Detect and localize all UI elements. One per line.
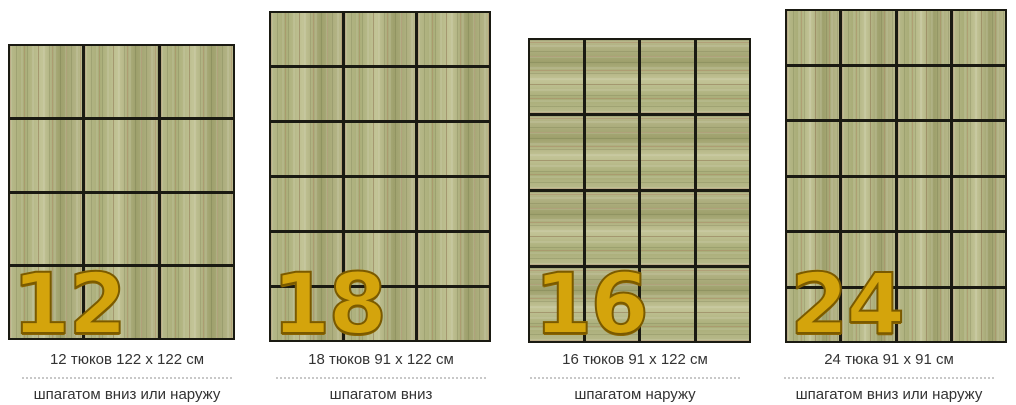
stack-panel-24: 24 24 тюка 91 x 91 см шпагатом вниз или … — [762, 0, 1016, 405]
bale — [697, 268, 750, 341]
bale — [898, 122, 950, 175]
bale — [953, 11, 1005, 64]
dotted-divider — [276, 377, 486, 379]
stack-panel-18: 18 18 тюков 91 x 122 см шпагатом вниз — [254, 0, 508, 405]
bale — [953, 67, 1005, 120]
bale — [842, 67, 894, 120]
stack-panel-16: 16 16 тюков 91 x 122 см шпагатом наружу — [508, 0, 762, 405]
bale — [418, 13, 489, 65]
dotted-divider — [530, 377, 740, 379]
bale — [641, 40, 694, 113]
bale — [953, 178, 1005, 231]
bale — [271, 178, 342, 230]
bale — [787, 122, 839, 175]
bale-size-caption: 18 тюков 91 x 122 см — [254, 351, 508, 368]
bale — [787, 67, 839, 120]
bale — [842, 11, 894, 64]
bale — [842, 122, 894, 175]
stack-panel-12: 12 12 тюков 122 x 122 см шпагатом вниз и… — [0, 0, 254, 405]
bale-size-caption: 12 тюков 122 x 122 см — [0, 351, 254, 368]
bale — [641, 268, 694, 341]
bale — [10, 194, 82, 265]
twine-orientation-caption: шпагатом вниз или наружу — [762, 386, 1016, 403]
bale — [10, 46, 82, 117]
bale-size-caption: 16 тюков 91 x 122 см — [508, 351, 762, 368]
bale — [85, 46, 157, 117]
bale — [697, 116, 750, 189]
bale — [898, 233, 950, 286]
bale — [345, 123, 416, 175]
twine-orientation-caption: шпагатом вниз или наружу — [0, 386, 254, 403]
bale — [586, 40, 639, 113]
bale — [271, 123, 342, 175]
bale — [271, 68, 342, 120]
bale — [787, 178, 839, 231]
bale — [953, 289, 1005, 342]
bale — [898, 178, 950, 231]
bale — [787, 11, 839, 64]
bale-count-number: 12 — [12, 262, 125, 346]
bale — [418, 233, 489, 285]
bale — [345, 13, 416, 65]
bale-count-number: 16 — [534, 262, 647, 346]
bale-count-number: 24 — [790, 262, 903, 346]
bale — [85, 194, 157, 265]
bale — [697, 192, 750, 265]
bale — [530, 116, 583, 189]
bale — [530, 40, 583, 113]
twine-orientation-caption: шпагатом вниз — [254, 386, 508, 403]
dotted-divider — [22, 377, 232, 379]
bale — [697, 40, 750, 113]
bale — [953, 122, 1005, 175]
bale — [842, 178, 894, 231]
dotted-divider — [784, 377, 994, 379]
bale-size-caption: 24 тюка 91 x 91 см — [762, 351, 1016, 368]
bale — [586, 116, 639, 189]
bale — [271, 13, 342, 65]
bale — [161, 267, 233, 338]
bale — [161, 194, 233, 265]
bale — [898, 11, 950, 64]
bale — [418, 68, 489, 120]
bale — [418, 288, 489, 340]
bale — [953, 233, 1005, 286]
bale — [85, 120, 157, 191]
bale — [10, 120, 82, 191]
bale — [161, 46, 233, 117]
bale — [898, 67, 950, 120]
bale — [641, 116, 694, 189]
bale — [898, 289, 950, 342]
bale — [418, 123, 489, 175]
bale — [641, 192, 694, 265]
bale — [161, 120, 233, 191]
bale-count-number: 18 — [272, 262, 385, 346]
bale — [418, 178, 489, 230]
twine-orientation-caption: шпагатом наружу — [508, 386, 762, 403]
bale — [345, 178, 416, 230]
bale — [345, 68, 416, 120]
